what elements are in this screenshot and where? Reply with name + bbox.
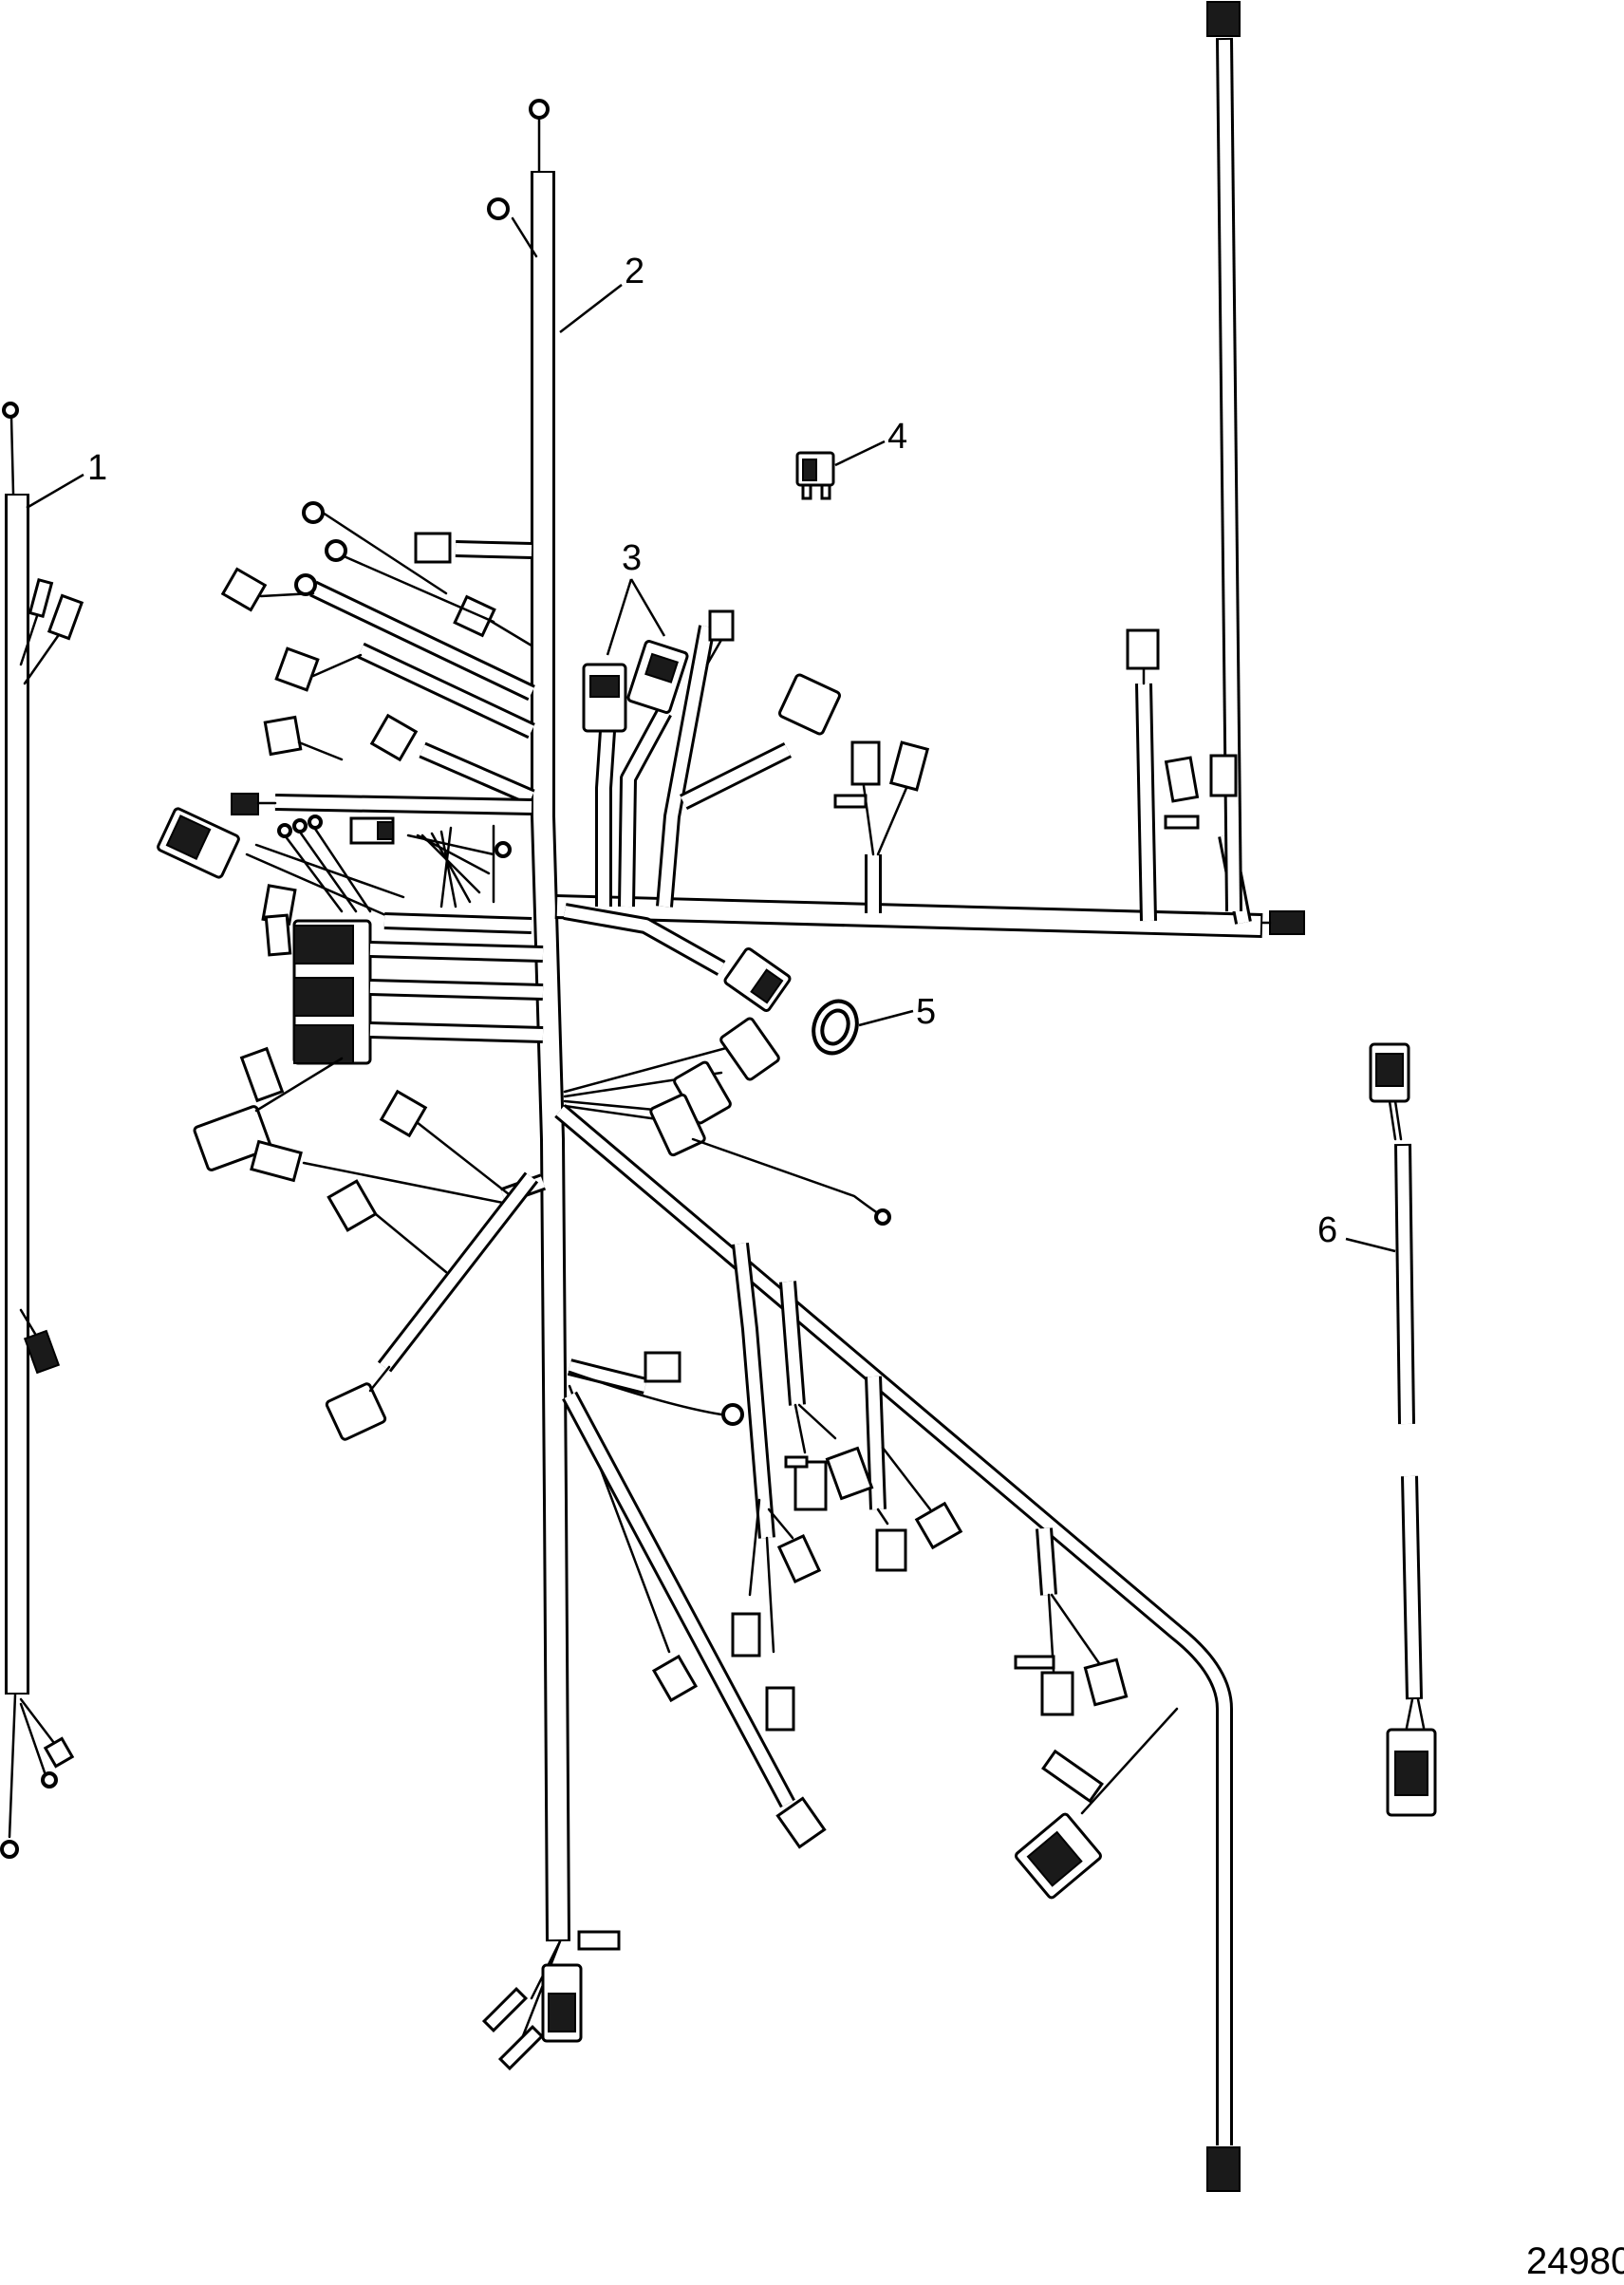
callout-1: 1 — [26, 448, 107, 510]
harness-part-1 — [0, 402, 84, 1859]
callout-label-6: 6 — [1317, 1210, 1337, 1250]
callout-label-5: 5 — [916, 992, 936, 1032]
callout-label-4: 4 — [887, 417, 907, 457]
figure-number: 24980 — [1526, 2240, 1624, 2282]
callout-6: 6 — [1317, 1210, 1396, 1253]
callout-label-1: 1 — [87, 448, 107, 488]
callout-label-2: 2 — [625, 252, 644, 291]
callout-3: 3 — [606, 538, 666, 656]
relay-part-4 — [795, 451, 835, 500]
grommet-part-5 — [812, 999, 859, 1056]
callout-label-3: 3 — [622, 538, 642, 578]
callout-2: 2 — [559, 252, 644, 333]
harness-part-6 — [1369, 1042, 1437, 1817]
harness-part-2 — [157, 1, 1305, 2192]
callout-4: 4 — [834, 417, 907, 467]
pigtail-cluster — [277, 815, 512, 913]
callout-5: 5 — [858, 992, 936, 1032]
